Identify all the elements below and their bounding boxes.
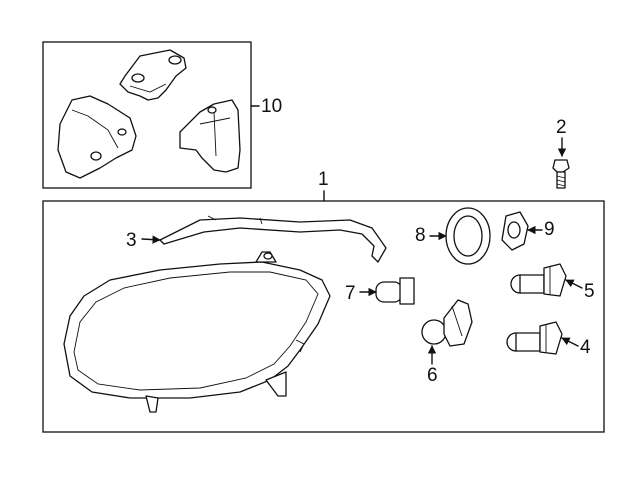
callout-6: 6 bbox=[427, 365, 438, 386]
callout-7: 7 bbox=[345, 283, 356, 304]
mount-bracket-right bbox=[179, 99, 241, 173]
seal-ring bbox=[445, 207, 491, 265]
low-beam-bulb bbox=[506, 321, 563, 355]
leader-5 bbox=[565, 279, 583, 289]
headlamp-housing bbox=[63, 251, 331, 413]
callout-5: 5 bbox=[584, 281, 595, 302]
callout-2: 2 bbox=[556, 117, 567, 138]
bolt bbox=[552, 159, 570, 189]
mount-bracket-small bbox=[119, 49, 187, 101]
callout-3: 3 bbox=[126, 230, 137, 251]
leader-3 bbox=[141, 235, 161, 244]
high-beam-bulb bbox=[510, 263, 567, 297]
callout-4: 4 bbox=[580, 337, 591, 358]
trim-strip bbox=[159, 215, 387, 263]
bulb-socket bbox=[421, 299, 473, 347]
bracket-kit-box bbox=[42, 41, 252, 189]
callout-1: 1 bbox=[318, 169, 329, 190]
callout-10: 10 bbox=[261, 96, 283, 117]
bulb-retainer bbox=[501, 211, 529, 251]
mount-bracket-left bbox=[57, 95, 137, 179]
side-marker-bulb bbox=[375, 277, 415, 305]
callout-9: 9 bbox=[544, 219, 555, 240]
leader-4 bbox=[561, 337, 579, 347]
callout-8: 8 bbox=[415, 225, 426, 246]
